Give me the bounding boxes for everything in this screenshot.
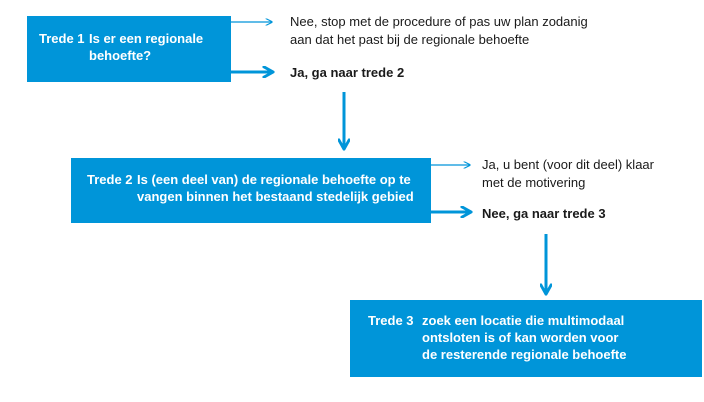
step2-question: Is (een deel van) de regionale behoefte … — [137, 171, 414, 205]
step1-yes-text: Ja, ga naar trede 2 — [290, 65, 405, 80]
step2-yes-text: Ja, u bent (voor dit deel) klaar met de … — [482, 156, 654, 192]
step2-box: Trede 2 Is (een deel van) de regionale b… — [71, 158, 431, 223]
step2-question-line: Is (een deel van) de regionale behoefte … — [137, 172, 411, 187]
step1-question-line: Is er een regionale — [89, 31, 204, 46]
step1-label: Trede 1 — [39, 31, 85, 46]
step2-no-text: Nee, ga naar trede 3 — [482, 206, 606, 221]
step3-question-line: zoek een locatie die multimodaal — [422, 313, 625, 328]
step1-no-line: aan dat het past bij de regionale behoef… — [290, 32, 530, 47]
step2-question-line: vangen binnen het bestaand stedelijk geb… — [137, 189, 414, 204]
step1-no-line: Nee, stop met de procedure of pas uw pla… — [290, 14, 588, 29]
step3-question-line: de resterende regionale behoefte — [422, 347, 627, 362]
step3-question: zoek een locatie die multimodaal ontslot… — [422, 312, 626, 363]
step2-label: Trede 2 — [87, 172, 133, 187]
step1-question: Is er een regionale behoefte? — [89, 30, 203, 64]
step1-question-line: behoefte? — [89, 48, 152, 63]
step1-no-text: Nee, stop met de procedure of pas uw pla… — [290, 13, 588, 49]
step3-question-line: ontsloten is of kan worden voor — [422, 330, 619, 345]
step2-yes-line: Ja, u bent (voor dit deel) klaar — [482, 157, 654, 172]
step1-box: Trede 1 Is er een regionale behoefte? — [27, 16, 231, 82]
step3-label: Trede 3 — [368, 313, 414, 328]
step2-yes-line: met de motivering — [482, 175, 586, 190]
step3-box: Trede 3 zoek een locatie die multimodaal… — [350, 300, 702, 377]
